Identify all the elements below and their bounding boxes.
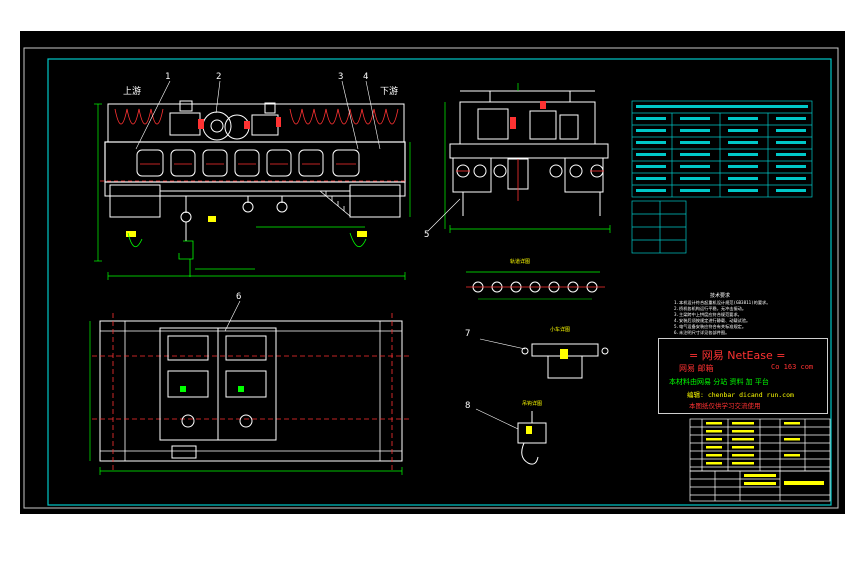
- title-block-text: [744, 474, 824, 485]
- watermark-line5: 本图纸仅供学习交流使用: [689, 402, 761, 410]
- watermark-line3: 本材料由网易 分站 资料 加 平台: [669, 378, 769, 386]
- trolley-detail-header: 小车详图: [550, 326, 570, 333]
- part-label-4: 4: [363, 72, 368, 82]
- note-5: 5.电气设备安装应符合有关标准规定。: [674, 323, 746, 330]
- parameter-table: [631, 100, 813, 254]
- plan-view: [89, 300, 412, 475]
- technical-notes: 技术要求 1.本机设计符合起重机设计规范(GB3811)的要求。 2.桥机各机构…: [674, 292, 770, 336]
- part-label-5: 5: [424, 230, 429, 240]
- parts-list: [689, 418, 831, 472]
- parts-list-text: [706, 422, 800, 465]
- inner-border: [47, 58, 832, 506]
- note-1: 1.本机设计符合起重机设计规范(GB3811)的要求。: [674, 299, 770, 306]
- watermark-domain: Co 163 com: [771, 363, 814, 371]
- crane-drawing: 1 2 3 4 上游 下游: [23, 47, 839, 509]
- part-label-3: 3: [338, 72, 343, 82]
- note-3: 3.主梁跨中上拱度应符合规范要求。: [674, 311, 742, 318]
- hook-detail-header: 吊钩详图: [522, 400, 542, 407]
- note-4: 4.安装后须按规定进行静载、动载试验。: [674, 317, 750, 324]
- watermark-mail: 网易 邮箱: [679, 364, 714, 373]
- rail-detail-header: 轨道详图: [510, 258, 530, 265]
- part-label-1: 1: [165, 72, 170, 82]
- watermark-title: = 网易 NetEase =: [689, 349, 786, 362]
- hook-detail: [475, 408, 547, 465]
- trolley-detail: [479, 338, 609, 379]
- cad-canvas: 1 2 3 4 上游 下游: [20, 31, 845, 514]
- downstream-label: 下游: [380, 85, 398, 97]
- note-2: 2.桥机各机构运行平稳，无冲击振动。: [674, 305, 746, 312]
- notes-title: 技术要求: [710, 292, 730, 299]
- part-label-7: 7: [465, 329, 470, 339]
- rail-detail: [466, 271, 605, 300]
- upstream-label: 上游: [123, 85, 141, 97]
- side-elevation: [427, 83, 611, 233]
- outer-frame: [23, 47, 839, 509]
- front-elevation: [94, 80, 411, 280]
- part-label-2: 2: [216, 72, 221, 82]
- part-label-6: 6: [236, 292, 241, 302]
- watermark-line4: 编辑: chenbar dicand run.com: [687, 391, 794, 399]
- watermark-box: = 网易 NetEase = 网易 邮箱 Co 163 com 本材料由网易 分…: [658, 338, 828, 414]
- title-block: [689, 470, 831, 502]
- part-label-8: 8: [465, 401, 470, 411]
- note-6: 6.未注明尺寸详见各部件图。: [674, 329, 729, 336]
- parameter-table-text: [636, 105, 808, 192]
